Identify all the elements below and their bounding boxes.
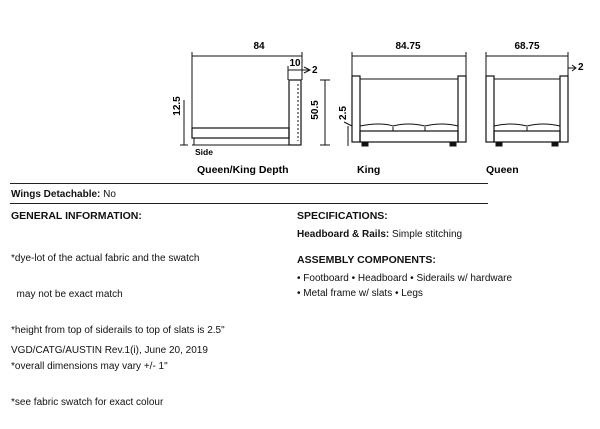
- queen-view-drawing: [485, 52, 577, 147]
- king-view-drawing: [343, 52, 467, 147]
- general-line: *see fabric swatch for exact colour: [11, 397, 164, 408]
- depth-headboard-dimension: 10: [289, 58, 301, 69]
- side-label: Side: [195, 147, 213, 157]
- king-width-dimension: 84.75: [395, 41, 420, 52]
- assembly-line-1: • Footboard • Headboard • Siderails w/ h…: [297, 273, 513, 284]
- general-information-heading: GENERAL INFORMATION:: [11, 210, 142, 222]
- queen-width-dimension: 68.75: [514, 41, 539, 52]
- top-divider: [10, 183, 488, 184]
- general-line: *height from top of siderails to top of …: [11, 325, 225, 336]
- depth-thickness-dimension: 2: [312, 65, 318, 76]
- general-line: *dye-lot of the actual fabric and the sw…: [11, 253, 200, 264]
- depth-view-drawing: [180, 52, 330, 146]
- technical-drawings: 84 10 2 50.5 12.5 Side Queen/King Depth …: [172, 41, 584, 176]
- specifications-row: Headboard & Rails: Simple stitching: [297, 229, 462, 241]
- wings-label: Wings Detachable:: [11, 189, 101, 200]
- depth-caption: Queen/King Depth: [197, 164, 289, 176]
- specifications-label: Headboard & Rails:: [297, 229, 390, 240]
- general-line: *overall dimensions may vary +/- 1": [11, 361, 168, 372]
- specifications-heading: SPECIFICATIONS:: [297, 210, 388, 222]
- assembly-heading: ASSEMBLY COMPONENTS:: [297, 254, 436, 266]
- revision-footer: VGD/CATG/AUSTIN Rev.1(i), June 20, 2019: [11, 345, 208, 356]
- depth-length-dimension: 84: [253, 41, 265, 52]
- wings-value: No: [103, 189, 116, 200]
- specifications-value: Simple stitching: [392, 229, 463, 240]
- bottom-divider: [10, 203, 488, 204]
- wings-detachable-row: Wings Detachable: No: [11, 189, 116, 201]
- king-leg-dimension: 2.5: [338, 106, 349, 120]
- depth-rail-dimension: 12.5: [172, 96, 183, 116]
- queen-caption: Queen: [486, 164, 519, 176]
- king-caption: King: [357, 164, 380, 176]
- general-information-list: *dye-lot of the actual fabric and the sw…: [11, 229, 225, 421]
- general-line: may not be exact match: [11, 289, 123, 300]
- assembly-line-2: • Metal frame w/ slats • Legs: [297, 288, 423, 299]
- depth-height-dimension: 50.5: [310, 100, 321, 120]
- queen-thickness-dimension: 2: [578, 62, 584, 73]
